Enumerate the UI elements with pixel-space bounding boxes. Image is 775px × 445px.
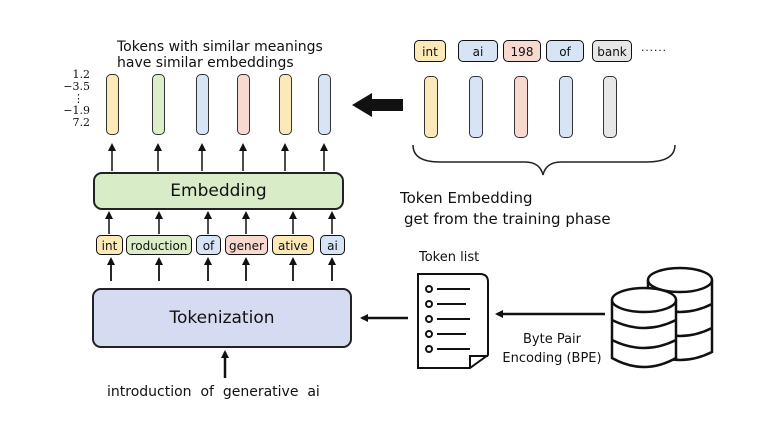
caption-line-1: Token Embedding [400,189,533,207]
output-vector [318,74,331,135]
lookup-arrow [352,93,403,117]
vocab-vector [559,76,573,138]
bpe-line-2: Encoding (BPE) [502,351,602,366]
caption-line-2: get from the training phase [404,210,611,228]
tokenization-to-token-arrows [107,257,336,281]
vocab-vector [514,76,528,138]
database-icon [610,266,714,369]
vocab-token: 198 [503,40,541,62]
subword-token: int [96,235,123,255]
vector-value: ⋮ [73,92,84,105]
embedding-output-arrows [108,143,328,171]
vocab-token: of [546,40,584,62]
vocab-token: bank [592,40,632,62]
token-list-label: Token list [419,250,480,265]
tokenization-box: Tokenization [92,288,352,348]
subword-token: ative [272,235,314,255]
token-embedding-caption: Token Embedding get from the training ph… [400,188,611,230]
bpe-label: Byte Pair Encoding (BPE) [497,330,607,368]
vocab-ellipsis: ...... [641,40,668,54]
tokenization-label: Tokenization [169,308,275,328]
input-sentence: introduction of generative ai [107,384,320,400]
subword-token: ai [320,235,345,255]
vocab-token: int [414,40,446,62]
brace [412,144,676,176]
bpe-line-1: Byte Pair [522,332,582,347]
embedding-box: Embedding [93,172,344,210]
vector-value: −3.5 [63,80,90,93]
output-vector [279,74,292,135]
vector-value: 7.2 [72,116,91,129]
output-vector [196,74,209,135]
output-vector [106,74,119,135]
similar-meanings-note: Tokens with similar meanings have simila… [117,39,323,71]
vector-value: −1.9 [63,104,90,117]
embedding-label: Embedding [170,181,267,201]
vocab-vector [424,76,438,138]
output-vector [237,74,250,135]
note-line-1: Tokens with similar meanings [117,39,323,55]
subword-token: roduction [126,235,192,255]
token-to-embedding-arrows [105,211,336,234]
vocab-vector [469,76,483,138]
vector-value: 1.2 [72,68,91,81]
subword-token: of [196,235,221,255]
vocab-token: ai [458,40,498,62]
output-vector [152,74,165,135]
subword-token: gener [225,235,268,255]
example-vector: 1.2 −3.5 ⋮ −1.9 7.2 [58,69,90,129]
vocab-vector [603,76,617,138]
token-list-icon [417,273,489,369]
note-line-2: have similar embeddings [117,55,294,71]
